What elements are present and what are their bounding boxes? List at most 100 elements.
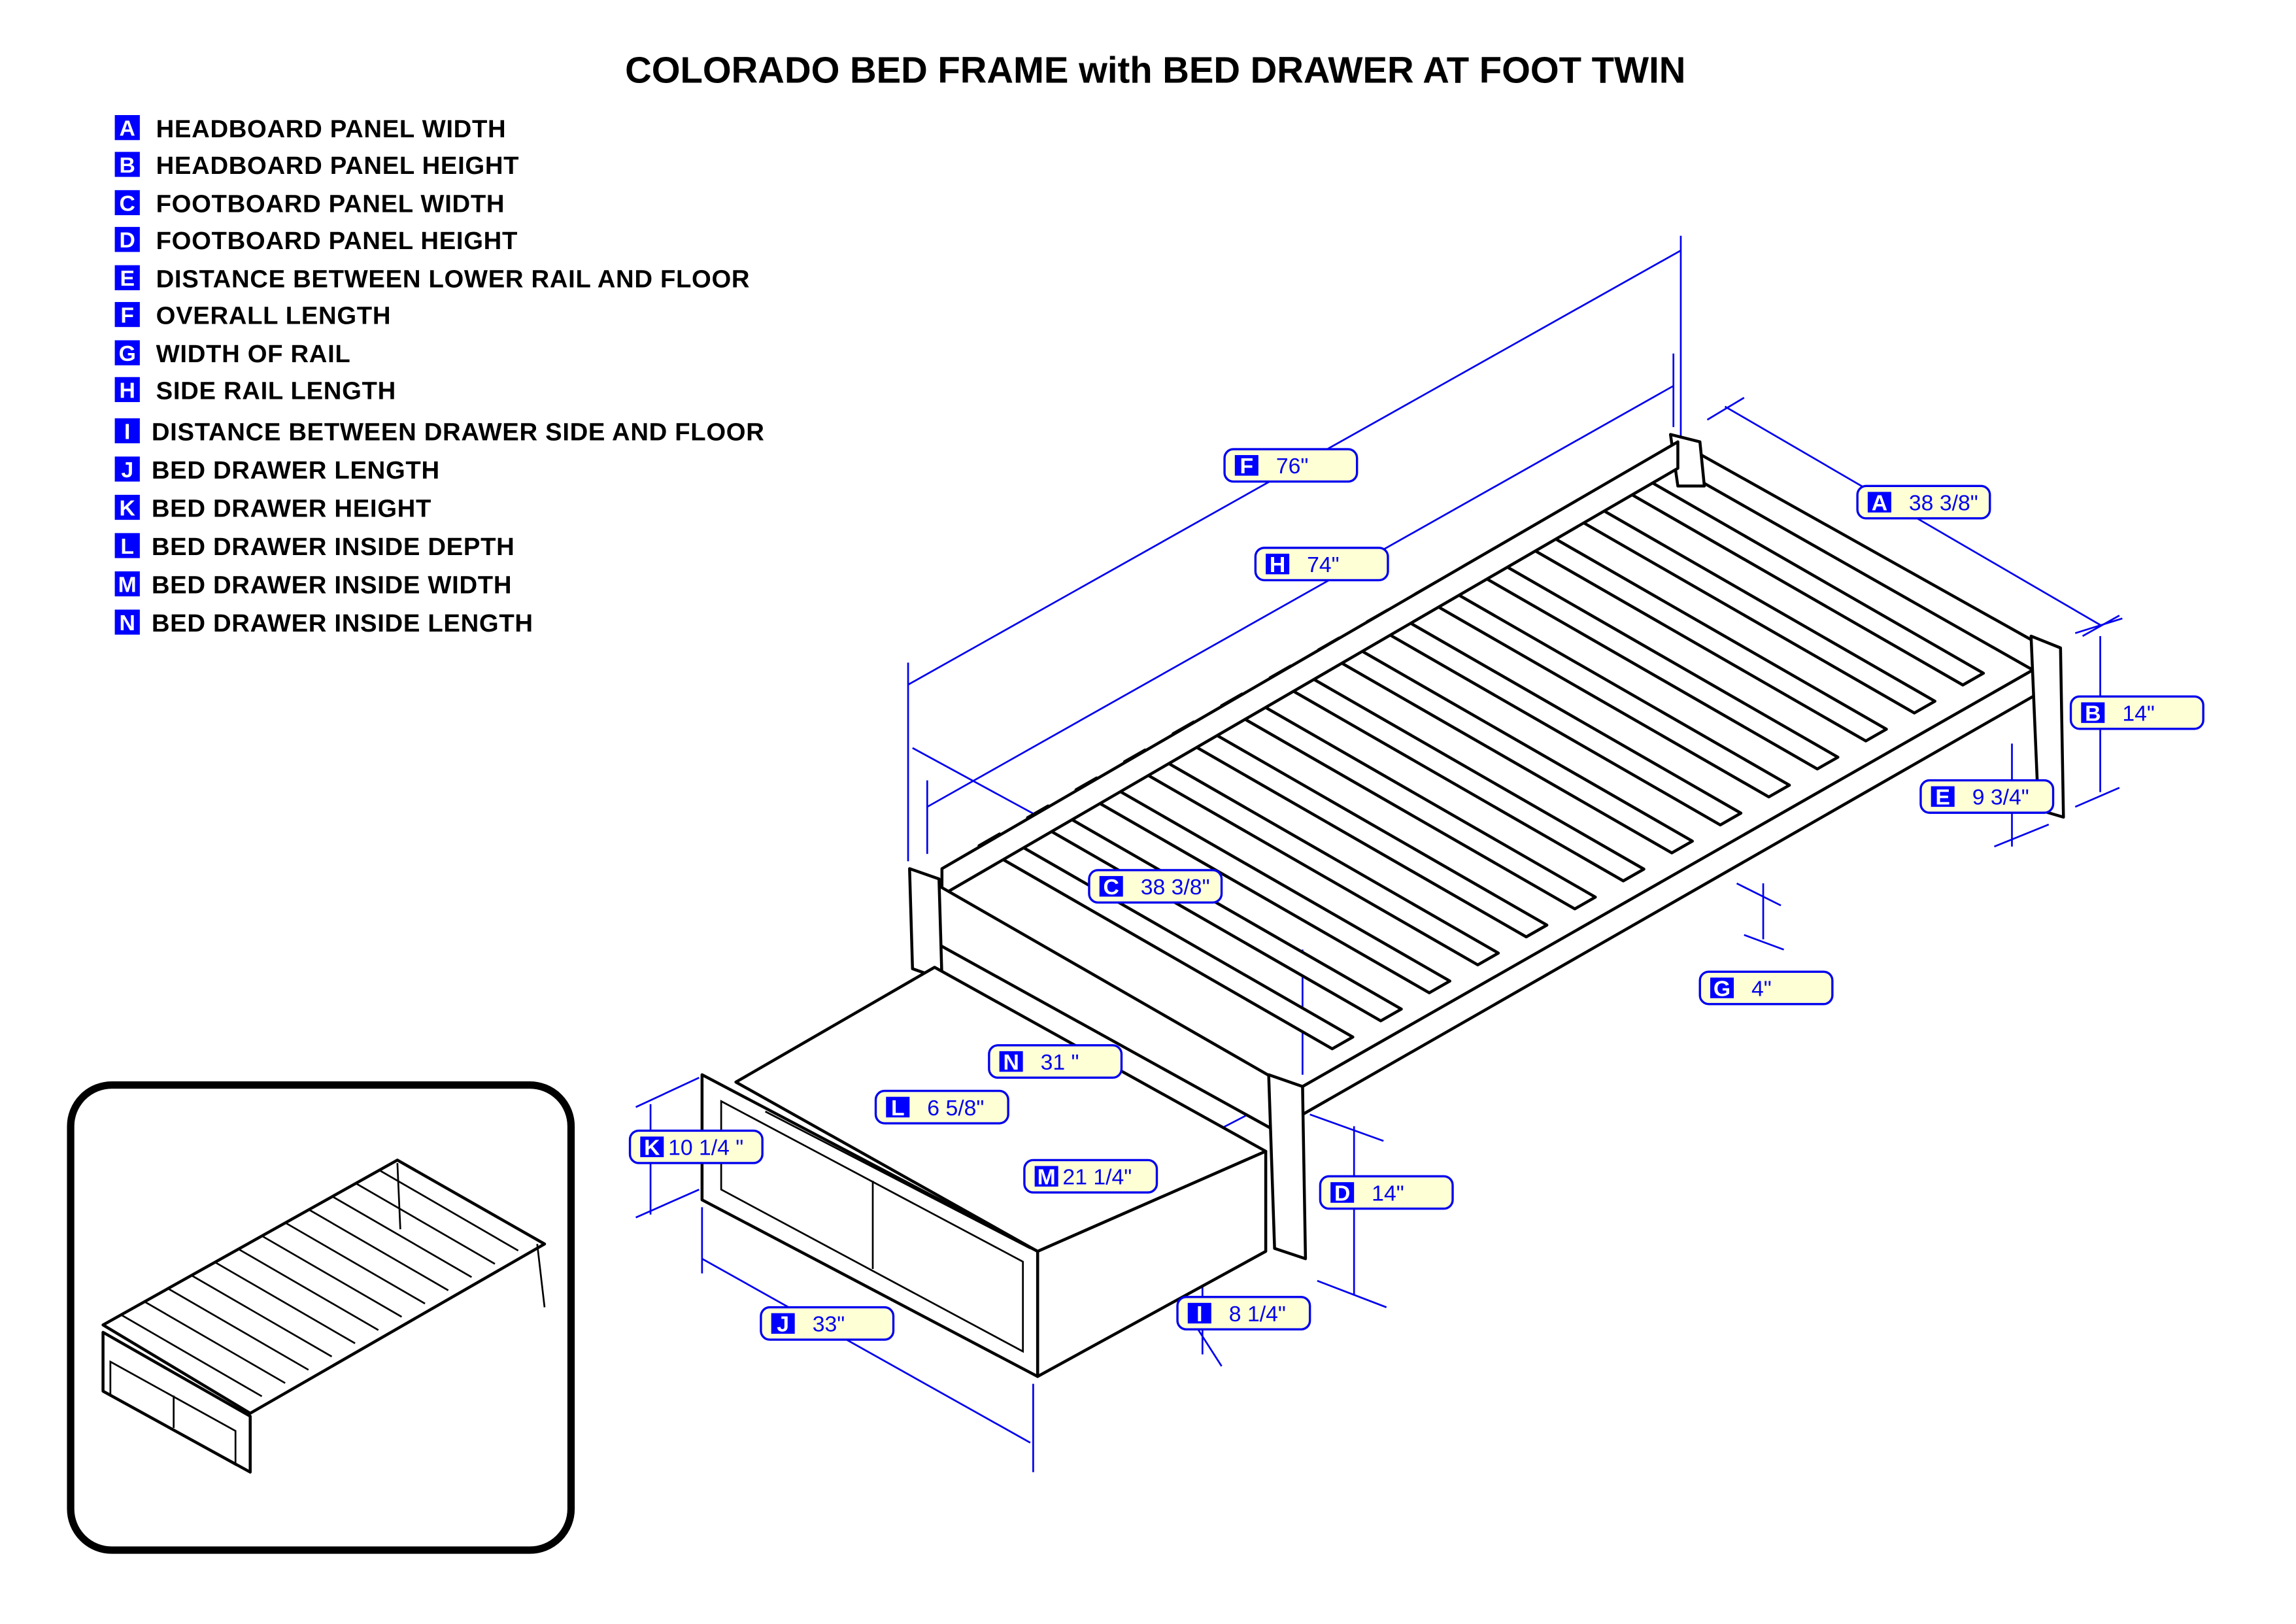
legend-letter: E	[120, 266, 135, 291]
callout-letter: E	[1935, 785, 1950, 810]
slat	[1123, 748, 1500, 967]
legend-letter: B	[120, 153, 135, 178]
callout-value: 33"	[813, 1312, 845, 1337]
legend-letter: C	[120, 191, 135, 216]
legend-item: L BED DRAWER INSIDE DEPTH	[114, 533, 515, 561]
legend-item: C FOOTBOARD PANEL WIDTH	[114, 190, 505, 218]
legend-letter: M	[118, 572, 137, 597]
inset-slat	[191, 1274, 333, 1358]
slat	[1317, 636, 1694, 854]
callout-letter-box	[999, 1051, 1023, 1072]
legend-letter: N	[120, 611, 135, 635]
callout-value: 8 1/4"	[1229, 1302, 1286, 1327]
callout-value: 31 "	[1041, 1050, 1079, 1075]
callout-letter: F	[1240, 454, 1254, 479]
callout-value: 6 5/8"	[927, 1096, 984, 1121]
callout-value: 38 3/8"	[1909, 490, 1978, 515]
legend-label: BED DRAWER LENGTH	[152, 456, 440, 484]
callout-letter: M	[1038, 1165, 1056, 1190]
legend-label: OVERALL LENGTH	[156, 302, 392, 330]
slat	[1462, 552, 1840, 771]
callout-value: 74"	[1307, 552, 1340, 577]
legend-letter: A	[120, 116, 135, 141]
legend-item: M BED DRAWER INSIDE WIDTH	[114, 571, 512, 600]
slat	[1220, 692, 1597, 911]
diagram-title: COLORADO BED FRAME with BED DRAWER AT FO…	[625, 49, 1685, 90]
callout-letter-box	[771, 1313, 795, 1334]
legend-letter-box	[114, 456, 140, 482]
callout-letter-box	[1034, 1166, 1058, 1187]
callout-letter-box	[886, 1096, 910, 1118]
inset-slat	[308, 1208, 449, 1291]
legend-label: BED DRAWER INSIDE WIDTH	[152, 571, 512, 600]
legend-label: FOOTBOARD PANEL HEIGHT	[156, 227, 518, 255]
inset-slat	[238, 1248, 379, 1331]
inset-slat	[378, 1168, 519, 1252]
legend-letter: K	[120, 496, 136, 520]
legend-label: BED DRAWER INSIDE DEPTH	[152, 533, 515, 561]
inset-slat	[214, 1261, 356, 1344]
callout-value: 21 1/4"	[1062, 1165, 1132, 1190]
inset-slat	[144, 1301, 286, 1384]
legend-label: FOOTBOARD PANEL WIDTH	[156, 190, 505, 218]
inset-thumbnail	[67, 1081, 575, 1554]
callout-letter: K	[644, 1136, 660, 1160]
legend-letter-box	[114, 418, 140, 444]
inset-slat	[331, 1195, 473, 1278]
legend-letter: J	[121, 458, 133, 482]
legend-letter: G	[119, 341, 136, 366]
legend-item: E DISTANCE BETWEEN LOWER RAIL AND FLOOR	[114, 265, 751, 293]
dimension-callout-l: L 6 5/8"	[874, 1089, 1009, 1125]
legend-letter-box	[114, 152, 140, 177]
dimension-callout-i: I 8 1/4"	[1176, 1296, 1311, 1331]
slat	[1268, 664, 1646, 883]
inset-slat	[354, 1182, 496, 1265]
callout-letter-box	[1867, 492, 1891, 513]
callout-letter-box	[640, 1136, 664, 1157]
slat	[1172, 720, 1549, 939]
legend-letter-box	[114, 301, 140, 328]
headboard-right-post	[2029, 634, 2065, 819]
slat	[1414, 581, 1791, 799]
legend-label: WIDTH OF RAIL	[156, 340, 351, 368]
callout-letter: C	[1104, 875, 1119, 900]
dimension-lines	[635, 235, 2123, 1472]
callout-value: 38 3/8"	[1141, 875, 1210, 900]
inset-slat	[284, 1221, 426, 1305]
callout-value: 14"	[1372, 1181, 1404, 1206]
legend-letter-box	[114, 227, 140, 252]
dimension-callout-c: C 38 3/8"	[1088, 869, 1223, 904]
callout-value: 10 1/4 "	[668, 1136, 743, 1160]
callout-letter-box	[1187, 1302, 1211, 1324]
footboard-left-post	[908, 867, 944, 981]
legend-letter-box	[114, 609, 140, 635]
legend-label: DISTANCE BETWEEN LOWER RAIL AND FLOOR	[156, 265, 751, 293]
legend-label: DISTANCE BETWEEN DRAWER SIDE AND FLOOR	[152, 418, 765, 447]
callout-letter-box	[2081, 702, 2105, 723]
callout-letter: L	[891, 1096, 905, 1121]
footboard-right-post	[1267, 1073, 1308, 1260]
legend-letter: L	[120, 534, 134, 559]
legend-item: I DISTANCE BETWEEN DRAWER SIDE AND FLOOR	[114, 418, 765, 447]
callout-letter-box	[1330, 1182, 1355, 1203]
legend-label: SIDE RAIL LENGTH	[156, 377, 396, 405]
bed-frame	[908, 433, 2065, 1260]
legend-letter: I	[124, 419, 130, 444]
callout-letter: I	[1196, 1302, 1202, 1327]
legend-letter-box	[114, 115, 140, 141]
callout-value: 76"	[1276, 454, 1309, 479]
